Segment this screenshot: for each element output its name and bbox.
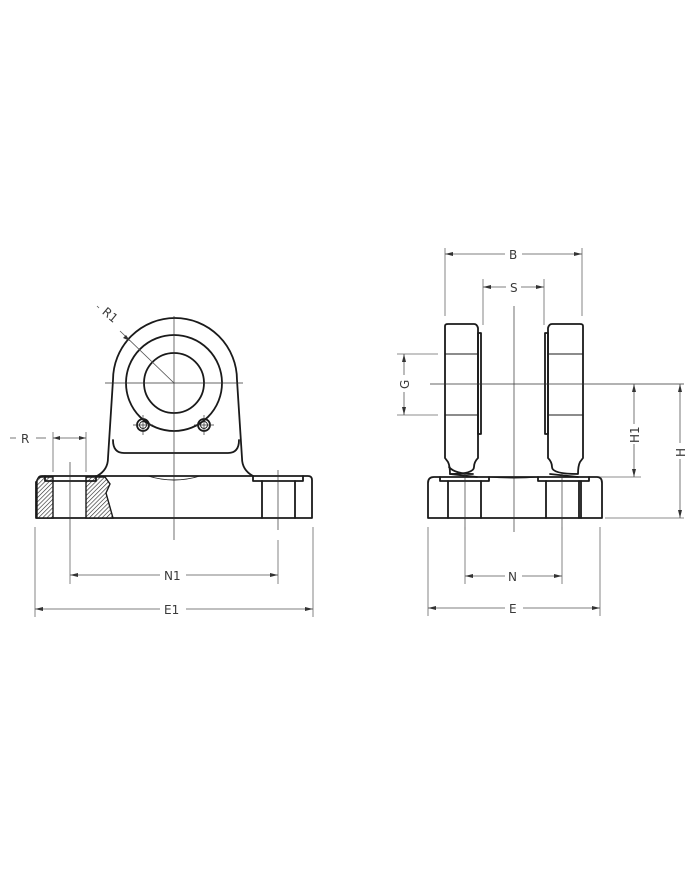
h-arrow-bottom: [678, 510, 682, 518]
g-arrow-top: [402, 354, 406, 362]
label-s: S: [510, 281, 518, 295]
b-arrow-right: [574, 252, 582, 256]
r1-arrow: [123, 335, 130, 341]
e1-arrow-left: [35, 607, 43, 611]
ear-right-washer: [544, 332, 549, 435]
front-view: R1 R N1 E1: [10, 305, 314, 617]
pedestal-body: [96, 317, 254, 477]
e1-arrow-right: [305, 607, 313, 611]
ear-left: [444, 323, 479, 475]
b-arrow-left: [445, 252, 453, 256]
h1-arrow-top: [632, 384, 636, 392]
s-arrow-right: [536, 285, 544, 289]
label-e1: E1: [164, 603, 179, 617]
label-g: G: [398, 380, 412, 389]
ear-left-foot: [449, 473, 478, 478]
e-arrow-right: [592, 606, 600, 610]
r-arrow-right: [79, 436, 86, 440]
label-n1: N1: [164, 569, 181, 583]
n-arrow-left: [465, 574, 473, 578]
e-arrow-left: [428, 606, 436, 610]
label-r: R: [21, 432, 29, 446]
pedestal-inner-edge: [112, 439, 240, 454]
r1-leader-tick: [96, 305, 100, 309]
label-r1: R1: [99, 305, 120, 326]
side-counterbore-left: [439, 476, 490, 482]
s-arrow-left: [483, 285, 491, 289]
r-arrow-left: [53, 436, 60, 440]
label-h: H: [674, 448, 688, 457]
n1-arrow-right: [270, 573, 278, 577]
n-arrow-right: [554, 574, 562, 578]
label-n: N: [508, 570, 517, 584]
ear-right-foot: [549, 473, 579, 478]
label-e: E: [509, 602, 517, 616]
n1-arrow-left: [70, 573, 78, 577]
side-base-plate: [427, 476, 603, 519]
ear-left-neck: [448, 466, 474, 475]
section-hatch-right: [85, 476, 114, 519]
ear-left-washer: [477, 332, 482, 435]
g-arrow-bottom: [402, 407, 406, 415]
counterbore-left: [44, 475, 97, 482]
ear-right: [547, 323, 584, 475]
label-h1: H1: [628, 426, 642, 443]
side-counterbore-right: [537, 476, 590, 482]
h-arrow-top: [678, 384, 682, 392]
label-b: B: [509, 248, 517, 262]
h1-arrow-bottom: [632, 469, 636, 477]
section-hatch-left: [36, 476, 54, 519]
side-view: B S G H1 H: [397, 248, 688, 616]
